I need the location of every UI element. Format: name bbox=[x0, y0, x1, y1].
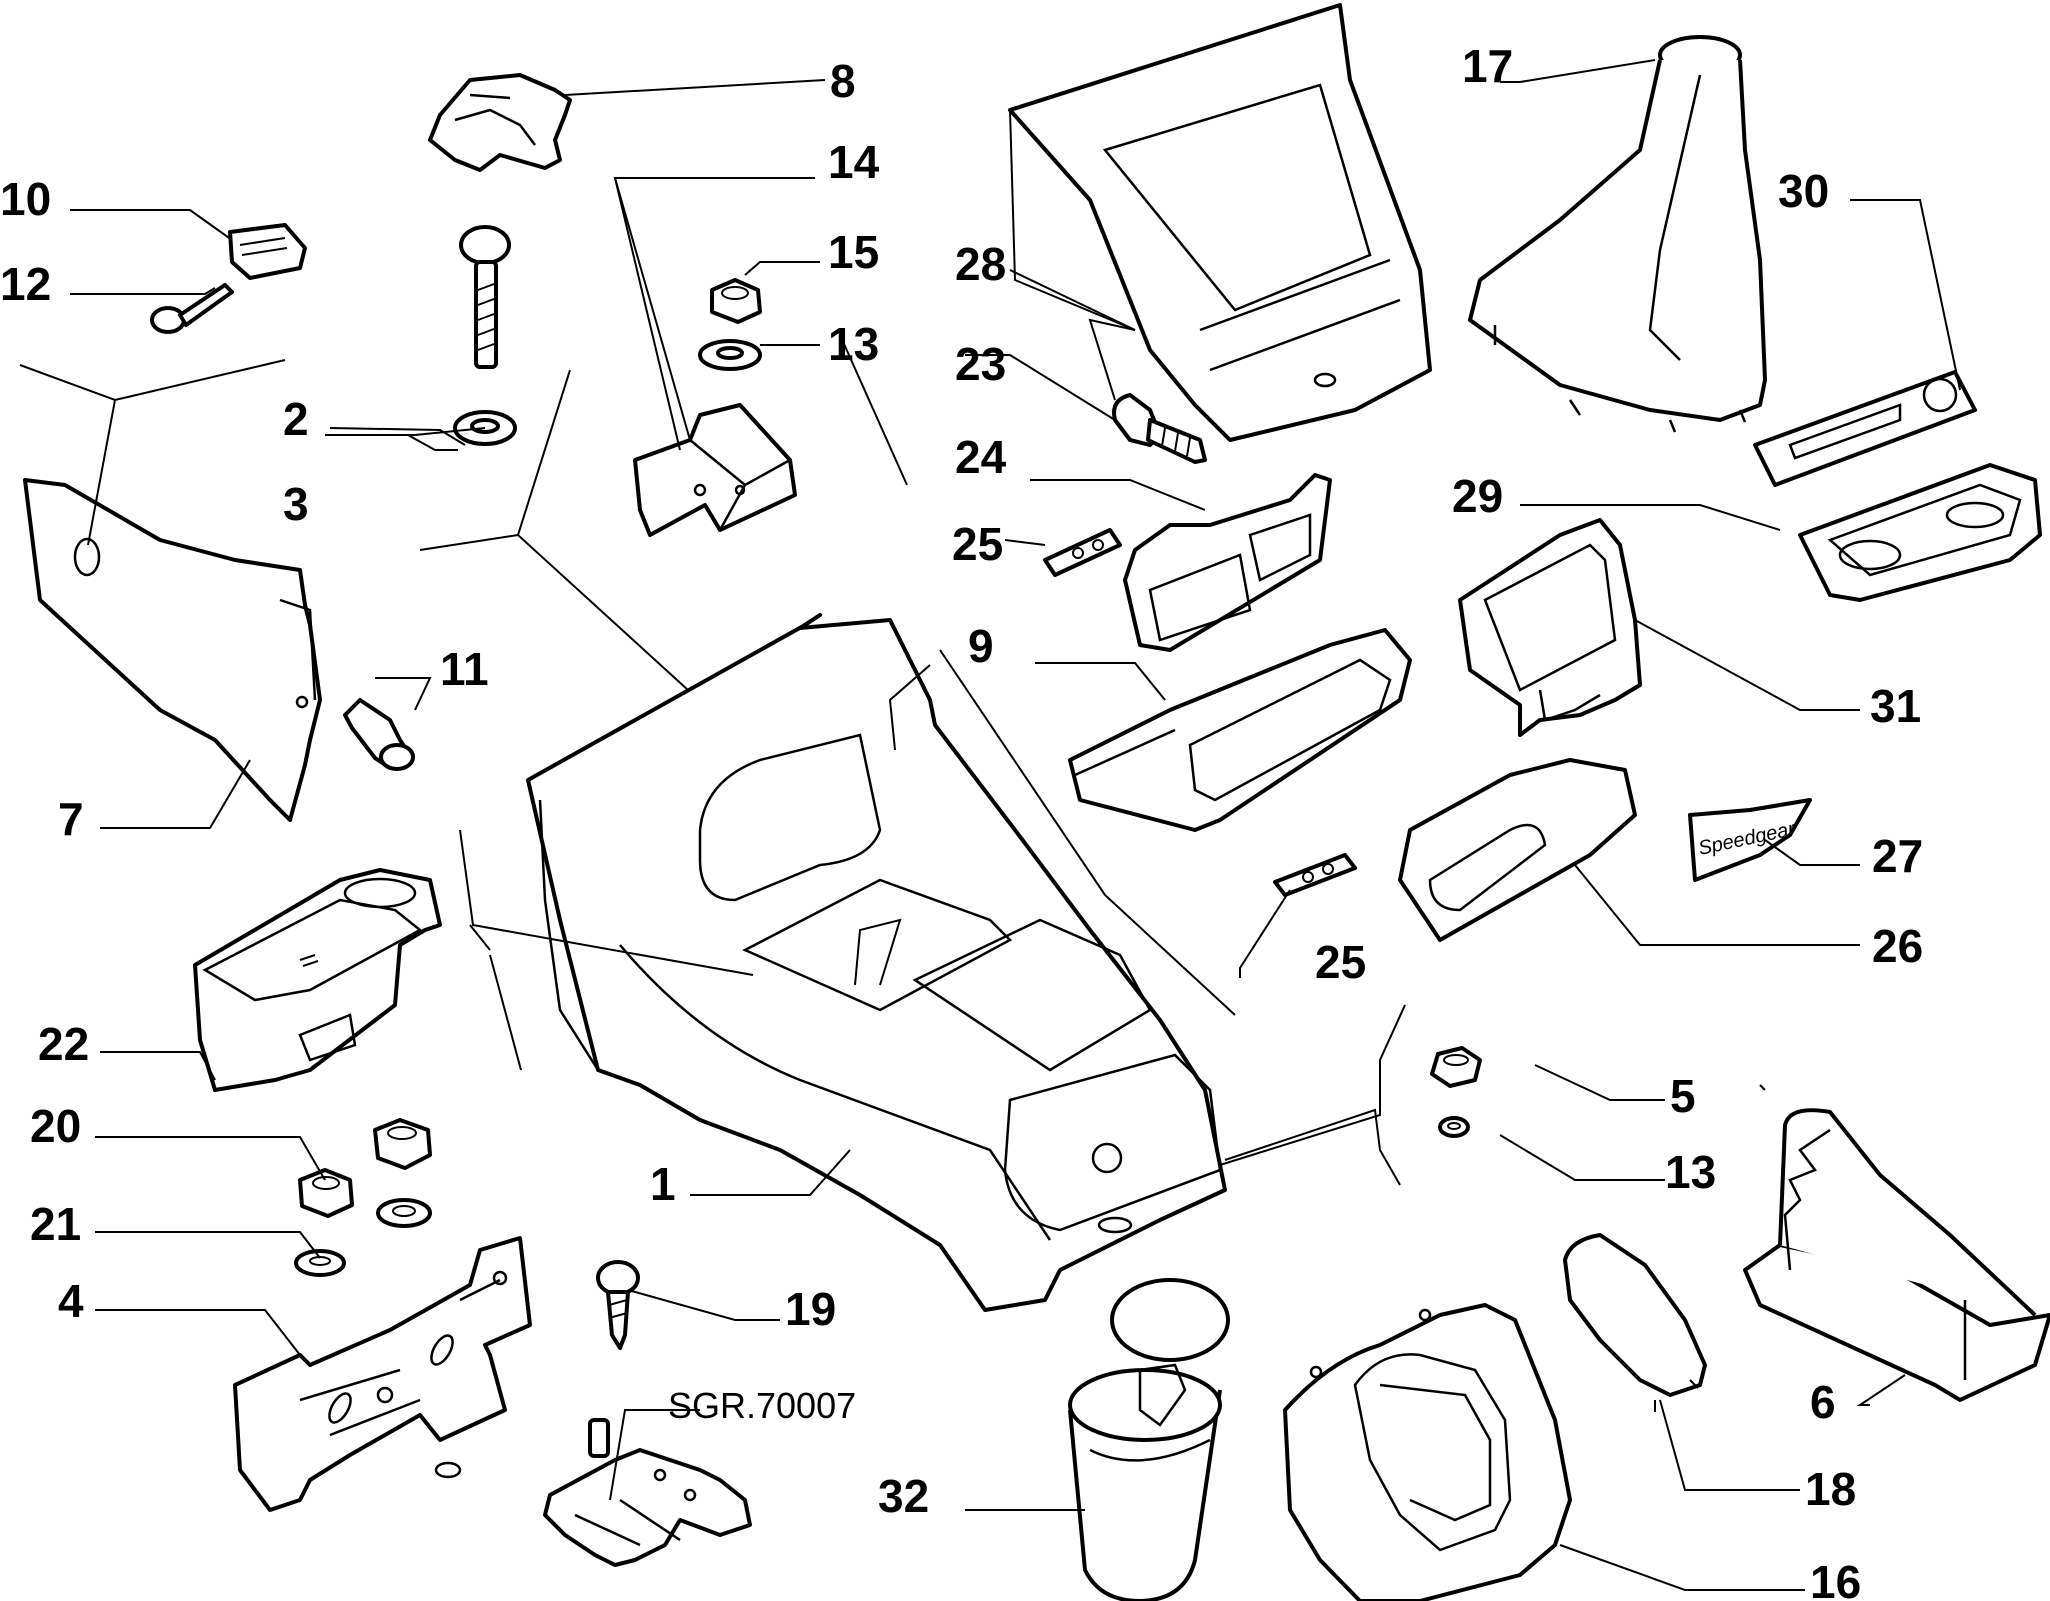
assembly-lines bbox=[19, 334, 1406, 1186]
callout-21: 21 bbox=[30, 1198, 81, 1250]
part-13b-washer bbox=[1438, 1116, 1470, 1138]
part-28-console-front bbox=[1008, 3, 1432, 442]
part-20-nut-a bbox=[373, 1118, 432, 1170]
part-14-bracket bbox=[633, 403, 797, 537]
part-27-badge: Speedgear bbox=[1688, 798, 1812, 882]
reference-code-label: SGR.70007 bbox=[668, 1385, 856, 1426]
part-21-washer-b bbox=[294, 1249, 346, 1277]
part-15-nut bbox=[710, 278, 762, 324]
callout-17: 17 bbox=[1462, 40, 1513, 92]
part-24-vent-housing bbox=[1123, 473, 1332, 652]
callout-30: 30 bbox=[1778, 165, 1829, 217]
callout-6: 6 bbox=[1810, 1376, 1836, 1428]
part-12-screw bbox=[150, 283, 234, 334]
leader-lines bbox=[70, 59, 1961, 1591]
part-11-bolt bbox=[343, 698, 415, 771]
callout-4: 4 bbox=[58, 1275, 84, 1327]
part-20-nut-b bbox=[298, 1168, 354, 1218]
callout-1: 1 bbox=[650, 1158, 676, 1210]
part-25a-switch bbox=[1043, 528, 1122, 577]
callout-22: 22 bbox=[38, 1018, 89, 1070]
part-4-bracket bbox=[233, 1236, 532, 1512]
callout-19: 19 bbox=[785, 1283, 836, 1335]
callout-13b: 13 bbox=[1665, 1146, 1716, 1198]
callout-20: 20 bbox=[30, 1100, 81, 1152]
callout-2: 2 bbox=[283, 393, 309, 445]
callout-26: 26 bbox=[1872, 920, 1923, 972]
part-2-screw bbox=[459, 225, 511, 369]
callout-13a: 13 bbox=[828, 318, 879, 370]
callout-25a: 25 bbox=[952, 518, 1003, 570]
callout-29: 29 bbox=[1452, 470, 1503, 522]
part-21-washer-a bbox=[376, 1198, 432, 1228]
callout-7: 7 bbox=[58, 793, 84, 845]
part-6-tunnel-cover bbox=[1743, 1108, 2050, 1402]
part-18-cover bbox=[1563, 1233, 1707, 1412]
part-10-plug bbox=[228, 223, 307, 280]
callout-3: 3 bbox=[283, 478, 309, 530]
callout-5: 5 bbox=[1670, 1070, 1696, 1122]
callout-15: 15 bbox=[828, 226, 879, 278]
callout-16: 16 bbox=[1810, 1556, 1861, 1601]
reference-sketch bbox=[543, 1418, 752, 1567]
callout-9: 9 bbox=[968, 620, 994, 672]
callout-8: 8 bbox=[830, 55, 856, 107]
part-17-gear-boot bbox=[1468, 35, 1767, 433]
part-29-cup-holder bbox=[1798, 463, 2042, 602]
callout-24: 24 bbox=[955, 431, 1007, 483]
callout-23: 23 bbox=[955, 338, 1006, 390]
callout-11: 11 bbox=[440, 643, 489, 695]
callout-25b: 25 bbox=[1315, 936, 1366, 988]
part-13a-washer bbox=[698, 339, 762, 371]
part-22-storage-box bbox=[193, 868, 442, 1092]
part-7-side-panel bbox=[23, 478, 322, 822]
callout-27: 27 bbox=[1872, 830, 1923, 882]
callout-12: 12 bbox=[0, 258, 51, 310]
callout-31: 31 bbox=[1870, 680, 1921, 732]
part-8-clip bbox=[428, 73, 572, 172]
part-30-switch-panel bbox=[1753, 370, 1977, 487]
part-1-center-console bbox=[526, 613, 1227, 1312]
part-16-shifter-bezel bbox=[1283, 1303, 1572, 1601]
callout-labels: 1 2 3 4 5 6 7 8 9 10 11 12 13 13 14 15 1… bbox=[0, 40, 1923, 1601]
part-31-storage-pocket bbox=[1458, 518, 1642, 737]
callout-32: 32 bbox=[878, 1470, 929, 1522]
callout-14: 14 bbox=[828, 136, 880, 188]
part-23-screw bbox=[1112, 393, 1207, 464]
part-25b-switch bbox=[1273, 853, 1357, 897]
part-19-screw bbox=[596, 1260, 640, 1350]
part-5-nut bbox=[1430, 1046, 1482, 1088]
part-32-ashtray bbox=[1068, 1278, 1230, 1601]
callout-10: 10 bbox=[0, 173, 51, 225]
part-26-tray bbox=[1398, 758, 1637, 942]
callout-18: 18 bbox=[1805, 1463, 1856, 1515]
callout-28: 28 bbox=[955, 238, 1006, 290]
part-9-storage-tray bbox=[1068, 628, 1412, 832]
